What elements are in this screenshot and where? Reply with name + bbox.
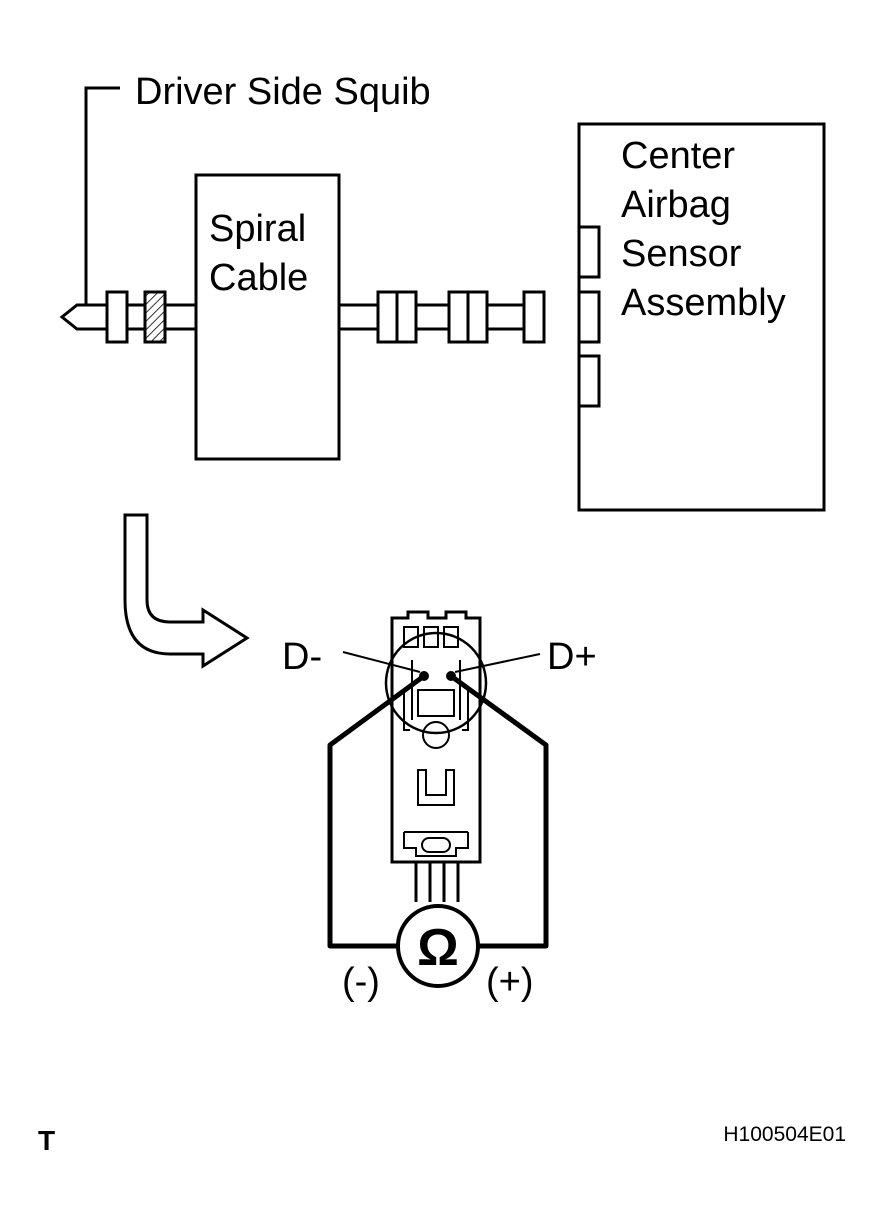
spiral-cable-box xyxy=(194,173,341,461)
ohm-symbol: Ω xyxy=(417,919,459,977)
probe-positive-label: (+) xyxy=(486,961,534,1003)
center-airbag-label-line3: Sensor xyxy=(621,233,742,275)
center-airbag-sensor-box xyxy=(577,122,826,512)
d-minus-leader xyxy=(342,651,421,673)
hatched-connector xyxy=(127,290,196,344)
center-airbag-label-line2: Airbag xyxy=(621,184,731,226)
squib-leader-line xyxy=(84,86,120,305)
spiral-cable-label-line1: Spiral xyxy=(209,208,306,250)
d-plus-label: D+ xyxy=(547,636,597,678)
probe-wires xyxy=(327,673,549,949)
sensor-connector-ports xyxy=(577,225,601,408)
squib-connector-front-view xyxy=(384,610,488,864)
ohmmeter-icon xyxy=(396,904,480,988)
figure-code: H100504E01 xyxy=(723,1123,846,1146)
squib-connector xyxy=(59,290,129,344)
curved-arrow-icon xyxy=(123,513,250,669)
corner-mark: T xyxy=(38,1125,55,1156)
driver-side-squib-label: Driver Side Squib xyxy=(135,71,431,113)
d-plus-leader xyxy=(454,653,541,673)
spiral-cable-label-line2: Cable xyxy=(209,257,308,299)
harness-connectors xyxy=(339,290,546,344)
connector-lead-wires xyxy=(414,862,460,902)
center-airbag-label-line4: Assembly xyxy=(621,282,786,324)
center-airbag-label-line1: Center xyxy=(621,135,735,177)
probe-negative-label: (-) xyxy=(342,961,380,1003)
d-minus-label: D- xyxy=(282,636,322,678)
